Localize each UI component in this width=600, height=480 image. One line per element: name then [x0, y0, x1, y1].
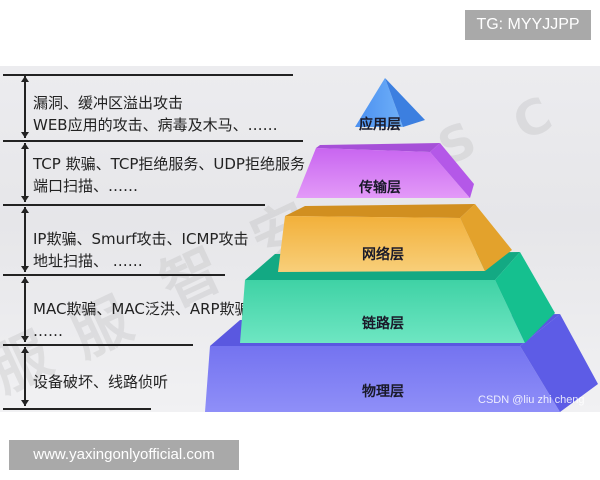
transport-top-face [316, 143, 440, 152]
physical-front-face [205, 346, 560, 412]
network-top-face [285, 204, 475, 218]
threat-line: TCP 欺骗、TCP拒绝服务、UDP拒绝服务 [33, 155, 305, 173]
link-side-face [495, 252, 555, 343]
transport-side-face [430, 143, 474, 198]
threats-application: 漏洞、缓冲区溢出攻击 WEB应用的攻击、病毒及木马、…… [33, 92, 278, 136]
threats-physical: 设备破坏、线路侦听 [33, 371, 168, 393]
physical-side-face [520, 314, 598, 412]
span-arrow-icon [21, 347, 28, 406]
layer-label-application: 应用层 [359, 117, 401, 133]
layer-label-network: 网络层 [362, 247, 404, 263]
separator-line [3, 204, 265, 206]
threat-line: 端口扫描、…… [33, 177, 139, 195]
threats-transport: TCP 欺骗、TCP拒绝服务、UDP拒绝服务 端口扫描、…… [33, 153, 305, 197]
separator-line [3, 274, 225, 276]
threat-line: 设备破坏、线路侦听 [33, 373, 169, 391]
application-side-face [385, 78, 425, 127]
network-front-face [278, 216, 485, 272]
threat-line: IP欺骗、Smurf攻击、ICMP攻击 [33, 230, 249, 248]
tg-badge: TG: MYYJJPP [465, 10, 591, 40]
transport-front-face [296, 148, 470, 198]
span-arrow-icon [21, 143, 28, 202]
threat-line: 地址扫描、 …… [33, 252, 143, 270]
span-arrow-icon [21, 207, 28, 272]
threat-line: MAC欺骗、MAC泛洪、ARP欺骗 [33, 300, 250, 318]
threat-line: WEB应用的攻击、病毒及木马、…… [33, 116, 278, 134]
separator-line [3, 408, 151, 410]
csdn-credit: CSDN @liu zhi cheng [478, 394, 585, 406]
pyramid-graphic [205, 78, 598, 412]
span-arrow-icon [21, 76, 28, 138]
application-front-face [355, 78, 403, 127]
separator-line [3, 74, 293, 76]
separator-line [3, 140, 303, 142]
threats-link: MAC欺骗、MAC泛洪、ARP欺骗 …… [33, 298, 250, 342]
layer-label-transport: 传输层 [359, 180, 401, 196]
threat-line: …… [33, 322, 63, 340]
span-arrow-icon [21, 277, 28, 342]
link-front-face [240, 280, 525, 343]
threats-network: IP欺骗、Smurf攻击、ICMP攻击 地址扫描、 …… [33, 228, 248, 272]
osi-security-diagram: 服 服 智 安 S C 漏洞、缓冲区溢出攻击 WEB应用的攻击、病毒及木马、……… [0, 66, 600, 412]
separator-line [3, 344, 193, 346]
website-badge: www.yaxingonlyofficial.com [9, 440, 239, 470]
layer-label-link: 链路层 [362, 316, 404, 332]
layer-label-physical: 物理层 [362, 384, 404, 400]
network-side-face [460, 204, 512, 271]
threat-line: 漏洞、缓冲区溢出攻击 [33, 94, 184, 112]
